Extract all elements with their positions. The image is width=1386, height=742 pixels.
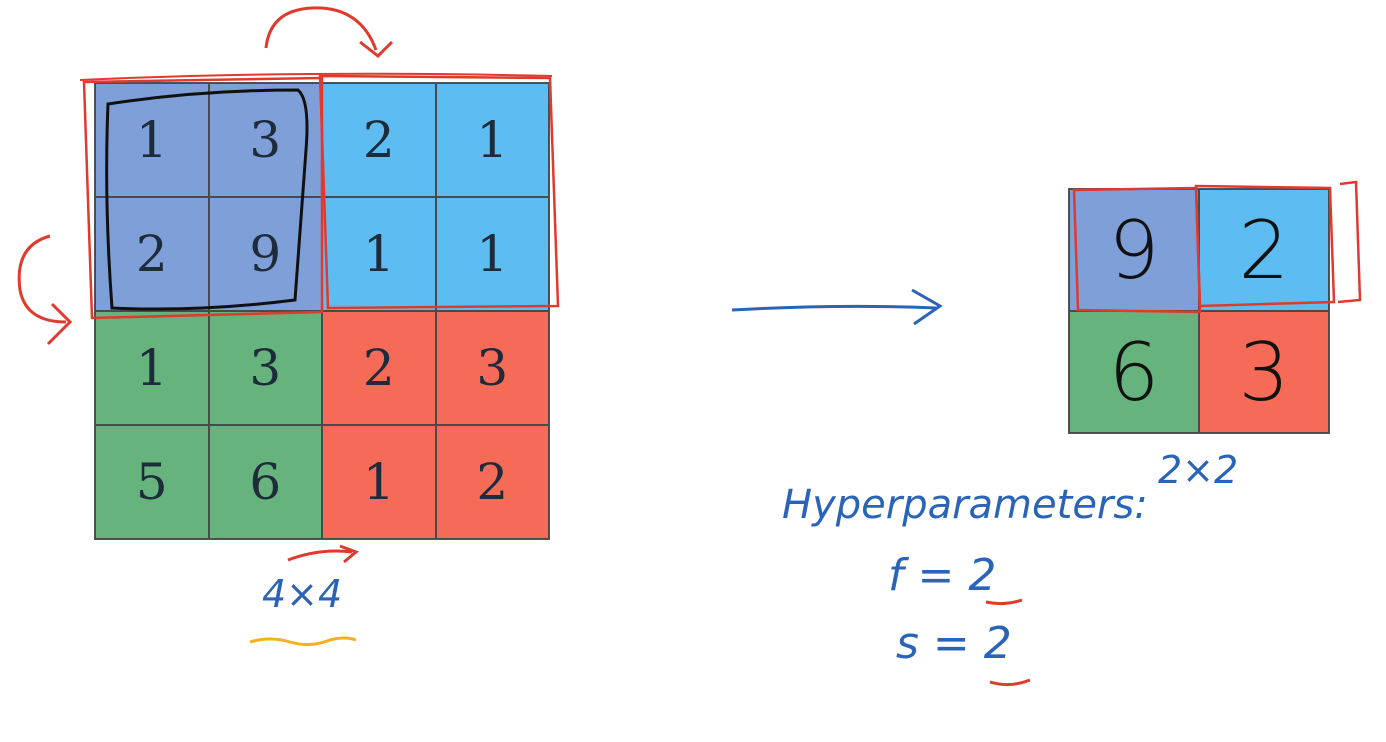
s-value-underline <box>989 678 1031 687</box>
input-cell: 9 <box>208 197 322 311</box>
input-cell: 1 <box>322 197 436 311</box>
output-bracket <box>1337 180 1362 304</box>
input-cell: 6 <box>208 425 322 539</box>
output-size-label: 2×2 <box>1158 448 1239 492</box>
input-cell: 2 <box>435 425 549 539</box>
output-matrix-2x2: 9 2 6 3 <box>1068 188 1330 434</box>
input-cell: 2 <box>322 311 436 425</box>
output-cell: 9 <box>1069 189 1199 311</box>
input-cell: 1 <box>435 197 549 311</box>
input-cell: 1 <box>322 425 436 539</box>
input-size-label: 4×4 <box>262 572 343 616</box>
region-box-outer <box>79 72 553 81</box>
input-cell: 3 <box>208 311 322 425</box>
input-cell: 5 <box>95 425 209 539</box>
input-cell: 1 <box>435 83 549 197</box>
output-cell: 6 <box>1069 311 1199 433</box>
input-size-underline <box>249 636 357 647</box>
stride-arrow-vertical <box>17 234 67 324</box>
stride-arrow-horizontal <box>264 6 378 51</box>
hyperparameters-title: Hyperparameters: <box>782 482 1148 528</box>
input-cell: 3 <box>435 311 549 425</box>
stride-arrow-small <box>287 549 353 562</box>
input-cell: 1 <box>95 311 209 425</box>
filter-size-param: f = 2 <box>888 550 997 601</box>
output-cell: 2 <box>1199 189 1329 311</box>
stride-param: s = 2 <box>896 618 1012 669</box>
input-matrix-4x4: 1 3 2 1 2 9 1 1 1 3 2 3 5 6 1 2 <box>94 82 550 540</box>
output-cell: 3 <box>1199 311 1329 433</box>
pooling-arrow <box>731 304 937 312</box>
input-cell: 1 <box>95 83 209 197</box>
input-cell: 2 <box>95 197 209 311</box>
input-cell: 3 <box>208 83 322 197</box>
input-cell: 2 <box>322 83 436 197</box>
